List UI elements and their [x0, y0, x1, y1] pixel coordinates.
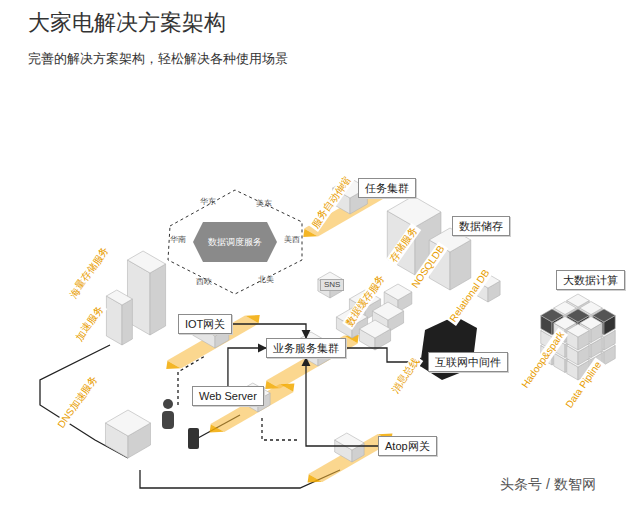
region-name: 美东: [256, 198, 272, 209]
callout-box: 互联网中间件: [428, 352, 508, 372]
subtitle: 完善的解决方案架构，轻松解决各种使用场景: [28, 50, 288, 68]
wire: [40, 345, 128, 458]
node-label: Atop网关: [385, 439, 430, 453]
node-label: IOT网关: [185, 317, 225, 331]
band-arrow: [308, 474, 322, 482]
dashed-wire: [262, 418, 300, 440]
callout-box: 任务集群: [358, 178, 416, 198]
box-face: [387, 196, 441, 227]
node-label: Web Server: [199, 389, 257, 403]
person-head: [163, 399, 173, 409]
service-label: 加速服务: [72, 302, 107, 345]
region-name: 北美: [258, 274, 274, 285]
scheduler-hexagon: 数据调度服务: [193, 222, 277, 262]
box-face: [150, 264, 166, 335]
region-name: 美西: [284, 234, 300, 245]
node-label: 业务服务集群: [273, 341, 339, 355]
connector-arrow: [232, 324, 306, 338]
node-label: 任务集群: [365, 181, 409, 195]
server-boxes: [105, 178, 615, 462]
band-arrow: [210, 424, 224, 432]
connector-arrow: [228, 348, 266, 386]
service-label: DNS加速服务: [54, 372, 101, 432]
band-arrow: [166, 361, 180, 369]
region-name: 西欧: [196, 276, 212, 287]
box-face: [106, 290, 132, 305]
person-icon: [162, 399, 174, 429]
callout-box: 业务服务集群: [266, 338, 346, 358]
service-label: 海量存储服务: [66, 243, 113, 302]
region-outline: 华东 美东华南 美西西欧 北美 数据调度服务: [160, 188, 310, 296]
region-name: 华东: [200, 196, 216, 207]
region-name: 华南: [170, 234, 186, 245]
wire: [140, 470, 340, 488]
service-label: 消息总线: [388, 354, 423, 397]
hexagon-fill: [193, 222, 277, 262]
box-face: [359, 320, 390, 338]
node-label: SNS: [324, 280, 340, 290]
box-face: [335, 433, 364, 450]
box-face: [122, 299, 132, 345]
node-label: 大数据计算: [563, 273, 618, 287]
phone-icon: [188, 428, 199, 449]
node-label: 数据储存: [459, 219, 503, 233]
callout-box: IOT网关: [178, 314, 232, 334]
watermark: 头条号 / 数智网: [500, 476, 596, 494]
bands: [166, 183, 397, 483]
person-body: [162, 411, 174, 429]
dashed-outline: [168, 190, 302, 294]
callout-box: Atop网关: [378, 436, 437, 456]
title: 大家电解决方案架构: [28, 8, 226, 38]
callout-box: 大数据计算: [556, 270, 625, 290]
service-band: [266, 336, 358, 389]
callout-box: 数据储存: [452, 216, 510, 236]
node-label: 互联网中间件: [435, 355, 501, 369]
band-arrow: [280, 384, 294, 392]
box-face: [127, 251, 165, 273]
band-arrow: [245, 315, 259, 323]
node-label: 数据调度服务: [208, 236, 262, 249]
box-face: [372, 302, 403, 320]
box-face: [105, 410, 150, 436]
box-face: [567, 324, 590, 337]
callout-box: Web Server: [192, 386, 264, 406]
box-face: [384, 284, 412, 300]
sns-box: SNS: [320, 279, 344, 291]
connector-arrow: [306, 358, 378, 446]
